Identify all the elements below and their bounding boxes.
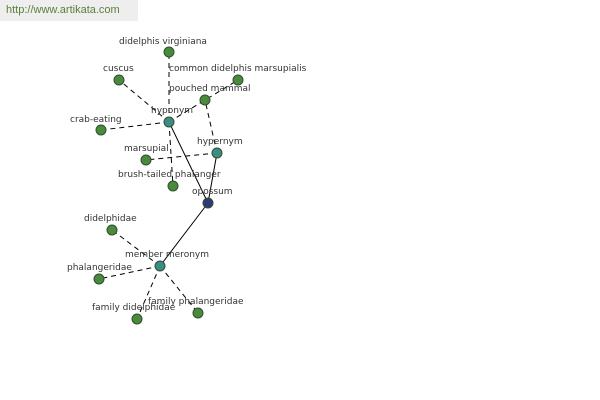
- node-label-cuscus[interactable]: cuscus: [103, 64, 134, 74]
- node-label-crab-eating[interactable]: crab-eating: [70, 115, 122, 125]
- node-label-hyponym[interactable]: hyponym: [151, 106, 193, 116]
- graph-nodes: didelphis virginiana cuscus common didelph…: [67, 37, 307, 325]
- edge-phalangeridae: [98, 265, 161, 280]
- node-circle-cuscus[interactable]: [113, 74, 125, 86]
- node-cuscus[interactable]: cuscus: [103, 64, 134, 86]
- edge-didelphidae: [111, 229, 161, 267]
- node-didelphidae[interactable]: didelphidae: [84, 214, 137, 236]
- node-label-common-didelphis-marsupialis[interactable]: common didelphis marsupialis: [169, 64, 307, 74]
- node-label-member-meronym[interactable]: member meronym: [125, 250, 209, 260]
- node-didelphis-virginiana[interactable]: didelphis virginiana: [119, 37, 207, 58]
- node-circle-hypernym[interactable]: [211, 147, 223, 159]
- node-label-hypernym[interactable]: hypernym: [197, 137, 243, 147]
- graph-edges: [98, 52, 239, 320]
- node-label-family-phalangeridae[interactable]: family phalangeridae: [148, 297, 244, 307]
- node-label-family-didelphidae[interactable]: family didelphidae: [92, 303, 176, 313]
- node-label-phalangeridae[interactable]: phalangeridae: [67, 263, 132, 273]
- node-circle-phalangeridae[interactable]: [93, 273, 105, 285]
- node-circle-marsupial[interactable]: [140, 154, 152, 166]
- node-label-didelphidae[interactable]: didelphidae: [84, 214, 137, 224]
- edge-cuscus: [118, 79, 170, 123]
- node-family-phalangeridae[interactable]: family phalangeridae: [148, 297, 244, 319]
- node-member-meronym[interactable]: member meronym: [125, 250, 209, 272]
- edge-crab-eating: [100, 121, 170, 131]
- node-hyponym[interactable]: hyponym: [151, 106, 193, 128]
- node-circle-pouched-mammal[interactable]: [199, 94, 211, 106]
- edge-hypernym: [207, 152, 218, 204]
- node-family-didelphidae[interactable]: family didelphidae: [92, 303, 176, 325]
- node-brush-tailed-phalanger[interactable]: brush-tailed phalanger: [118, 170, 221, 192]
- node-crab-eating[interactable]: crab-eating: [70, 115, 122, 136]
- node-marsupial[interactable]: marsupial: [124, 144, 169, 166]
- node-circle-crab-eating[interactable]: [95, 124, 107, 136]
- edge-family-didelphidae: [136, 265, 161, 320]
- node-circle-member-meronym[interactable]: [154, 260, 166, 272]
- node-label-marsupial[interactable]: marsupial: [124, 144, 169, 154]
- node-circle-brush-tailed-phalanger[interactable]: [167, 180, 179, 192]
- edge-member-meronym: [159, 202, 209, 267]
- node-label-brush-tailed-phalanger[interactable]: brush-tailed phalanger: [118, 170, 221, 180]
- site-url[interactable]: http://www.artikata.com: [6, 4, 120, 16]
- node-label-didelphis-virginiana[interactable]: didelphis virginiana: [119, 37, 207, 47]
- node-hypernym[interactable]: hypernym: [197, 137, 243, 159]
- edge-hyponym: [168, 121, 209, 204]
- node-circle-didelphis-virginiana[interactable]: [163, 46, 175, 58]
- node-circle-family-phalangeridae[interactable]: [192, 307, 204, 319]
- node-phalangeridae[interactable]: phalangeridae: [67, 263, 132, 285]
- node-common-didelphis-marsupialis[interactable]: common didelphis marsupialis: [169, 64, 307, 86]
- node-label-opossum[interactable]: opossum: [192, 187, 233, 197]
- node-circle-hyponym[interactable]: [163, 116, 175, 128]
- node-circle-family-didelphidae[interactable]: [131, 313, 143, 325]
- node-circle-opossum[interactable]: [202, 197, 214, 209]
- node-circle-didelphidae[interactable]: [106, 224, 118, 236]
- node-circle-common-didelphis-marsupialis[interactable]: [232, 74, 244, 86]
- node-pouched-mammal[interactable]: pouched mammal: [169, 84, 251, 106]
- url-bar: http://www.artikata.com: [0, 0, 138, 21]
- edge-pouched-mammal: [204, 99, 218, 154]
- node-label-pouched-mammal[interactable]: pouched mammal: [169, 84, 251, 94]
- node-opossum[interactable]: opossum: [192, 187, 233, 209]
- edge-brush-tailed-phalanger: [168, 121, 174, 187]
- edge-marsupial: [145, 152, 218, 161]
- edge-family-phalangeridae: [159, 265, 199, 314]
